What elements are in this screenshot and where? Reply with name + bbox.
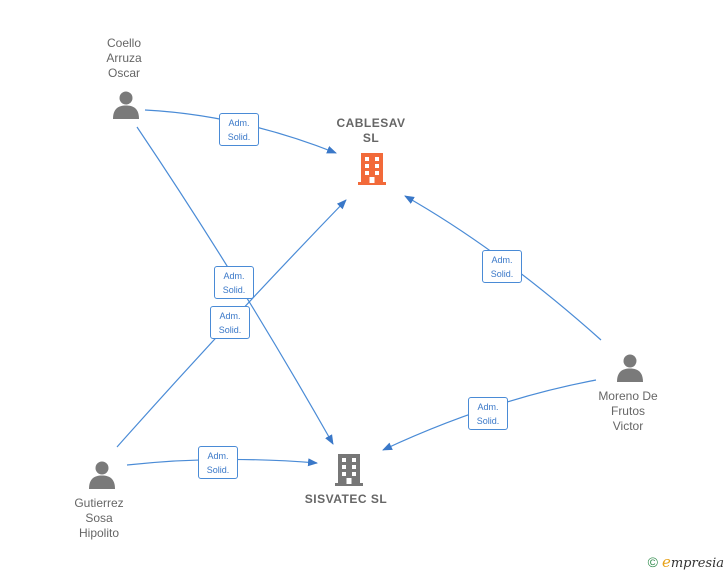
person-label-moreno[interactable]: Moreno De Frutos Victor <box>588 389 668 434</box>
person-name-line: Arruza <box>106 51 142 65</box>
person-icon[interactable] <box>87 460 117 490</box>
person-icon[interactable] <box>111 90 141 120</box>
edge-label-line: Solid. <box>206 465 230 475</box>
person-label-gutierrez[interactable]: Gutierrez Sosa Hipolito <box>59 496 139 541</box>
person-name-line: Hipolito <box>78 526 120 540</box>
person-name-line: Oscar <box>107 66 140 80</box>
person-name-line: Frutos <box>610 404 645 418</box>
company-label-cablesav[interactable]: CABLESAV SL <box>326 116 416 146</box>
company-name-line: CABLESAV <box>336 116 406 130</box>
person-name-line: Moreno De <box>598 389 658 403</box>
brand-logo[interactable]: ©empresia <box>648 553 724 571</box>
company-label-sisvatec[interactable]: SISVATEC SL <box>296 492 396 507</box>
edge-label-line: Solid. <box>222 285 246 295</box>
edge-label-line: Solid. <box>218 325 242 335</box>
edge-label-line: Adm. <box>219 311 241 321</box>
company-name-line: SISVATEC SL <box>304 492 388 506</box>
company-name-line: SL <box>362 131 380 145</box>
edge-label-line: Adm. <box>477 402 499 412</box>
person-name-line: Coello <box>106 36 142 50</box>
edge-label-line: Solid. <box>227 132 251 142</box>
person-icon[interactable] <box>615 353 645 383</box>
edge-label-gutierrez-cablesav[interactable]: Adm. Solid. <box>210 306 250 339</box>
building-icon[interactable] <box>334 452 364 487</box>
edge-label-coello-cablesav[interactable]: Adm. Solid. <box>219 113 259 146</box>
edge-label-moreno-cablesav[interactable]: Adm. Solid. <box>482 250 522 283</box>
edge-label-line: Solid. <box>476 416 500 426</box>
edge-label-line: Solid. <box>490 269 514 279</box>
edge-label-coello-sisvatec[interactable]: Adm. Solid. <box>214 266 254 299</box>
edge-label-gutierrez-sisvatec[interactable]: Adm. Solid. <box>198 446 238 479</box>
edge-label-line: Adm. <box>491 255 513 265</box>
person-name-line: Victor <box>612 419 644 433</box>
person-label-coello[interactable]: Coello Arruza Oscar <box>84 36 164 81</box>
building-icon[interactable] <box>357 151 387 186</box>
brand-logo-letter: e <box>661 553 671 571</box>
edge-label-line: Adm. <box>207 451 229 461</box>
brand-logo-text: mpresia <box>670 556 724 571</box>
person-name-line: Sosa <box>85 511 113 525</box>
edge-label-moreno-sisvatec[interactable]: Adm. Solid. <box>468 397 508 430</box>
edge-label-line: Adm. <box>228 118 250 128</box>
copyright-icon: © <box>647 554 658 570</box>
edge-label-line: Adm. <box>223 271 245 281</box>
person-name-line: Gutierrez <box>74 496 124 510</box>
